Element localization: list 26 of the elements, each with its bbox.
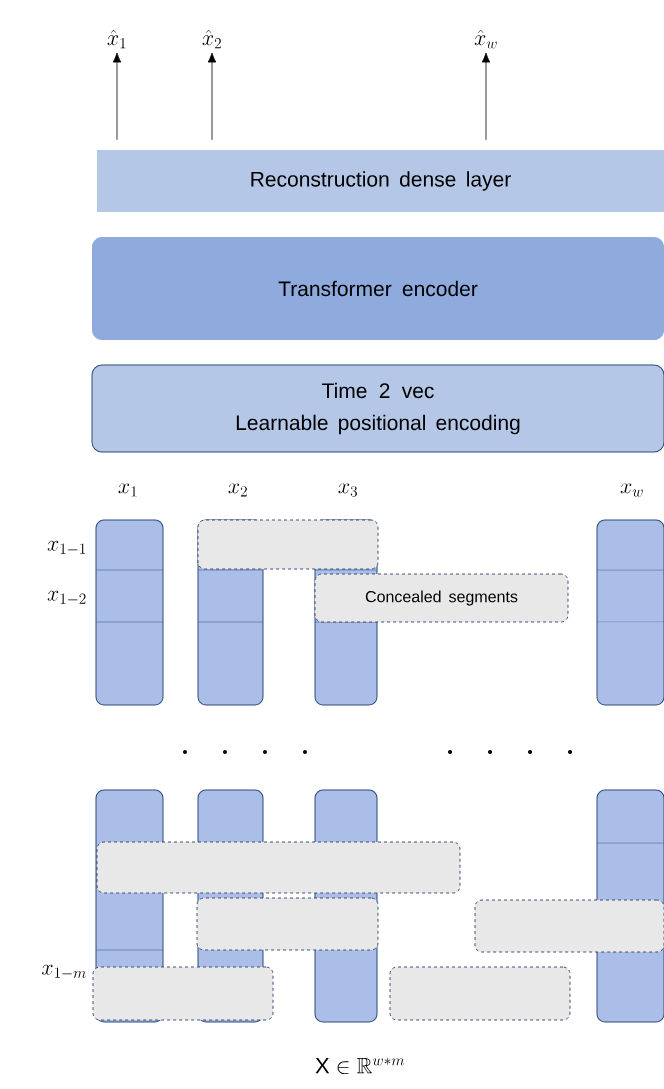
column-label: $x_1$: [118, 483, 137, 497]
matrix-label: $\mathrm{X}\in\mathbb{R}^{w*m}$: [315, 1058, 405, 1075]
masked-segment: [389, 966, 571, 1021]
feature-column: [596, 519, 664, 706]
arrow: [481, 52, 491, 141]
encoder-box: Transformer encoder: [92, 237, 664, 340]
masked-segment: [474, 899, 664, 953]
row-label: $x_{1-1}$: [47, 540, 86, 554]
output-label: $\hat{x}_1$: [107, 29, 126, 49]
masked-segment: [96, 841, 461, 894]
output-label: $\hat{x}_2$: [202, 29, 221, 49]
column-label: $x_2$: [228, 483, 247, 497]
masked-segment: Concealed segments: [314, 573, 569, 623]
masked-segment: [196, 897, 379, 951]
feature-column: [95, 519, 164, 706]
column-label: $x_w$: [620, 483, 643, 497]
row-label: $x_{1-m}$: [41, 964, 86, 978]
arrow: [112, 52, 122, 141]
row-label: $x_{1-2}$: [47, 590, 86, 604]
output-label: $\hat{x}_w$: [474, 29, 497, 49]
masked-segment: [197, 519, 379, 570]
column-label: $x_3$: [338, 483, 357, 497]
masked-segment: [92, 966, 274, 1021]
arrow: [207, 52, 217, 141]
dense-layer-box: Reconstruction dense layer: [97, 150, 664, 212]
encoding-box: Time 2 vec Learnable positional encoding: [91, 364, 664, 453]
